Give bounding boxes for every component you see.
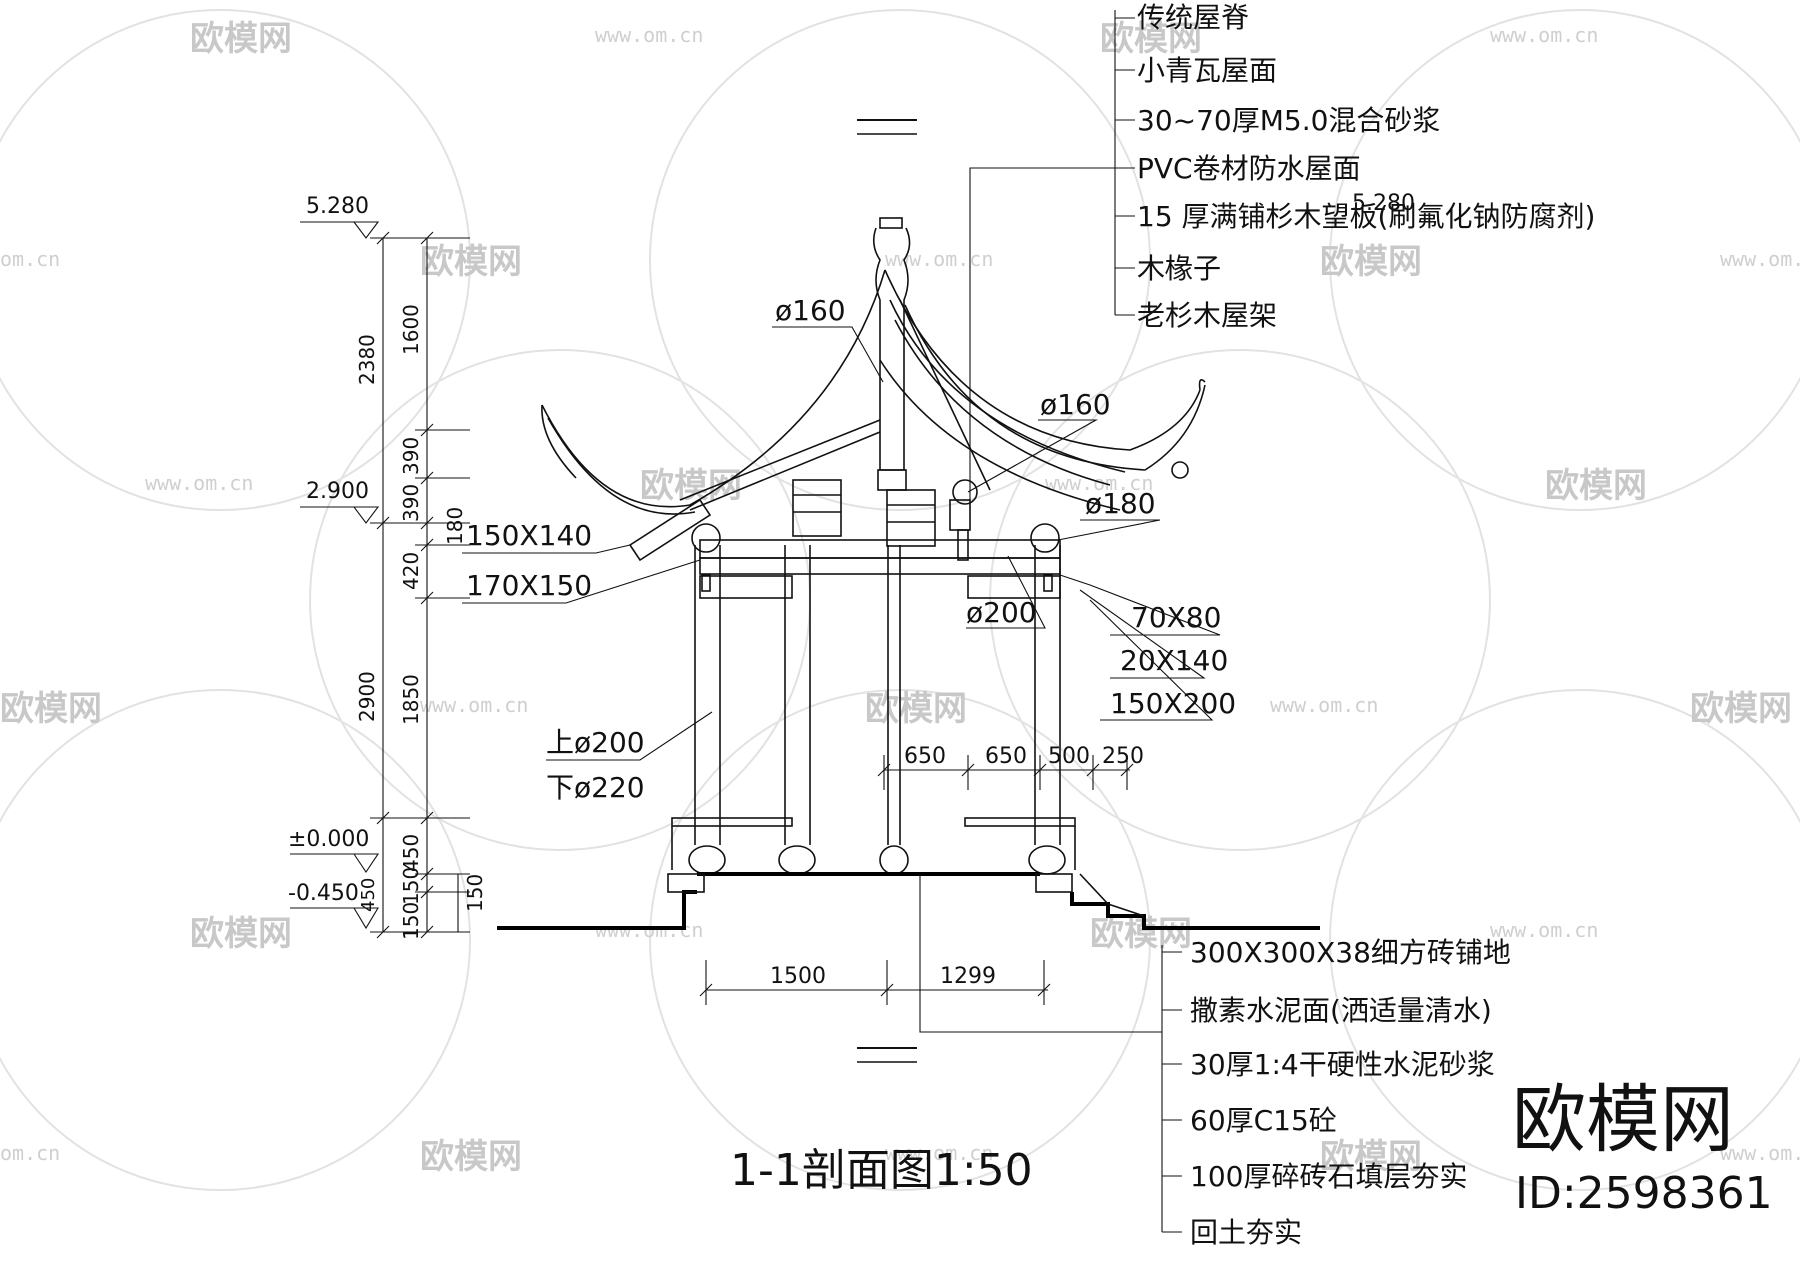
watermark-logo: 欧模网 xyxy=(0,689,102,729)
label-20x140: 20X140 xyxy=(1120,644,1228,677)
elevation-marks: 5.280 2.900 ±0.000 -0.450 5.280 xyxy=(288,191,1415,930)
dim-420: 420 xyxy=(399,552,423,590)
watermark-logo: 欧模网 xyxy=(1320,242,1422,282)
dim-650a: 650 xyxy=(904,744,946,769)
watermark-url: www.om.cn xyxy=(885,247,993,271)
watermark-logo: 欧模网 xyxy=(190,914,292,954)
elevation-eave: 2.900 xyxy=(306,479,369,504)
label-col-top: 上ø200 xyxy=(546,726,645,759)
dim-180: 180 xyxy=(443,507,467,545)
elevation-top: 5.280 xyxy=(306,194,369,219)
elevation-floor: ±0.000 xyxy=(288,827,369,852)
watermark-url: www.om.cn xyxy=(1490,23,1598,47)
floor-layer: 撒素水泥面(洒适量清水) xyxy=(1190,994,1492,1027)
watermark-url: om.cn xyxy=(0,247,60,271)
label-150x200: 150X200 xyxy=(1110,687,1236,720)
watermark-logo: 欧模网 xyxy=(1320,1137,1422,1177)
roof-layer: 15 厚满铺杉木望板(刷氟化钠防腐剂) xyxy=(1137,200,1595,233)
pavilion-section xyxy=(497,217,1320,930)
brand-logo: 欧模网 xyxy=(1512,1077,1734,1163)
dim-1299: 1299 xyxy=(940,964,996,989)
watermark-logo: 欧模网 xyxy=(190,19,292,59)
platform xyxy=(497,872,1320,930)
watermark-url: www.om.cn xyxy=(595,23,703,47)
roof-layer-list: 传统屋脊 小青瓦屋面 30~70厚M5.0混合砂浆 PVC卷材防水屋面 15 厚… xyxy=(1137,1,1595,332)
floor-layer: 300X300X38细方砖铺地 xyxy=(1190,936,1511,969)
dim-390a: 390 xyxy=(399,437,423,475)
watermark-logo: 欧模网 xyxy=(1690,689,1792,729)
horizontal-dims xyxy=(699,755,1134,1005)
roof xyxy=(541,269,1206,562)
columns xyxy=(671,545,1076,875)
dim-250: 250 xyxy=(1102,744,1144,769)
watermark-url: www.om.cn xyxy=(145,471,253,495)
dim-1850: 1850 xyxy=(399,674,423,725)
watermark-logo: 欧模网 xyxy=(1090,914,1192,954)
dim-2900: 2900 xyxy=(355,671,379,722)
label-170x150: 170X150 xyxy=(466,569,592,602)
dim-1500: 1500 xyxy=(770,964,826,989)
roof-layer: 小青瓦屋面 xyxy=(1137,54,1277,87)
roof-layer: PVC卷材防水屋面 xyxy=(1137,152,1361,185)
label-70x80: 70X80 xyxy=(1131,601,1221,634)
watermark-url: www.om.cn xyxy=(1270,693,1378,717)
roof-callout-lines xyxy=(969,10,1135,500)
horizontal-dim-labels: 650 650 500 250 1500 1299 xyxy=(770,744,1144,989)
floor-callout-lines xyxy=(919,876,1182,1233)
section-markers xyxy=(857,119,917,1063)
elevation-ground: -0.450 xyxy=(288,881,359,906)
watermark-url: www.om.cn xyxy=(1490,918,1598,942)
watermark-url: www.om.cn xyxy=(1045,471,1153,495)
watermark-logos: 欧模网 欧模网 欧模网 欧模网 欧模网 欧模网 欧模网 欧模网 欧模网 欧模网 … xyxy=(0,19,1792,1177)
watermark-logo: 欧模网 xyxy=(1545,466,1647,506)
dim-500: 500 xyxy=(1048,744,1090,769)
roof-layer: 30~70厚M5.0混合砂浆 xyxy=(1137,104,1440,137)
vertical-dims xyxy=(370,231,470,939)
label-d160-mid: ø160 xyxy=(1040,388,1111,421)
roof-layer: 木椽子 xyxy=(1137,252,1221,285)
dim-1600: 1600 xyxy=(399,304,423,355)
dim-150a: 150 xyxy=(399,867,423,905)
floor-layer: 60厚C15砼 xyxy=(1190,1104,1337,1137)
floor-layer: 回土夯实 xyxy=(1190,1216,1302,1249)
member-labels: ø160 ø160 ø180 ø200 150X140 170X150 70X8… xyxy=(466,294,1236,804)
watermark-logo: 欧模网 xyxy=(640,466,742,506)
floor-layer-list: 300X300X38细方砖铺地 撒素水泥面(洒适量清水) 30厚1:4干硬性水泥… xyxy=(1190,936,1511,1249)
label-d160-top: ø160 xyxy=(775,294,846,327)
watermark-logo: 欧模网 xyxy=(420,1137,522,1177)
floor-layer: 30厚1:4干硬性水泥砂浆 xyxy=(1190,1048,1495,1081)
dim-2380: 2380 xyxy=(355,334,379,385)
watermark-logo: 欧模网 xyxy=(1100,19,1202,59)
watermark-url: www.om.cn xyxy=(420,693,528,717)
watermark-logo: 欧模网 xyxy=(865,689,967,729)
watermark-url: www.om.cn xyxy=(1720,247,1800,271)
label-150x140: 150X140 xyxy=(466,519,592,552)
dim-150-stair: 150 xyxy=(463,874,487,912)
dim-390b: 390 xyxy=(399,484,423,522)
drawing-title: 1-1剖面图1:50 xyxy=(730,1145,1033,1196)
watermark-url: om.cn xyxy=(0,1141,60,1165)
dim-450-inner: 450 xyxy=(399,834,423,872)
watermark-url: www.om.cn xyxy=(1720,1141,1800,1165)
label-col-bottom: 下ø220 xyxy=(546,771,645,804)
label-d200: ø200 xyxy=(966,596,1037,629)
vertical-dim-labels: 2380 2900 450 1600 390 390 180 420 1850 … xyxy=(355,304,487,940)
watermark-url: www.om.cn xyxy=(885,1141,993,1165)
model-id: ID:2598361 xyxy=(1515,1168,1773,1219)
watermark-logo: 欧模网 xyxy=(420,242,522,282)
member-leaders xyxy=(462,326,1221,761)
floor-layer: 100厚碎砖石填层夯实 xyxy=(1190,1160,1467,1193)
roof-layer: 老杉木屋架 xyxy=(1137,299,1277,332)
dim-450: 450 xyxy=(358,878,379,912)
dim-650b: 650 xyxy=(985,744,1027,769)
label-d180: ø180 xyxy=(1085,487,1156,520)
dim-150b: 150 xyxy=(399,902,423,940)
roof-layer: 传统屋脊 xyxy=(1137,1,1249,34)
elevation-ridge-overlap: 5.280 xyxy=(1352,191,1415,216)
